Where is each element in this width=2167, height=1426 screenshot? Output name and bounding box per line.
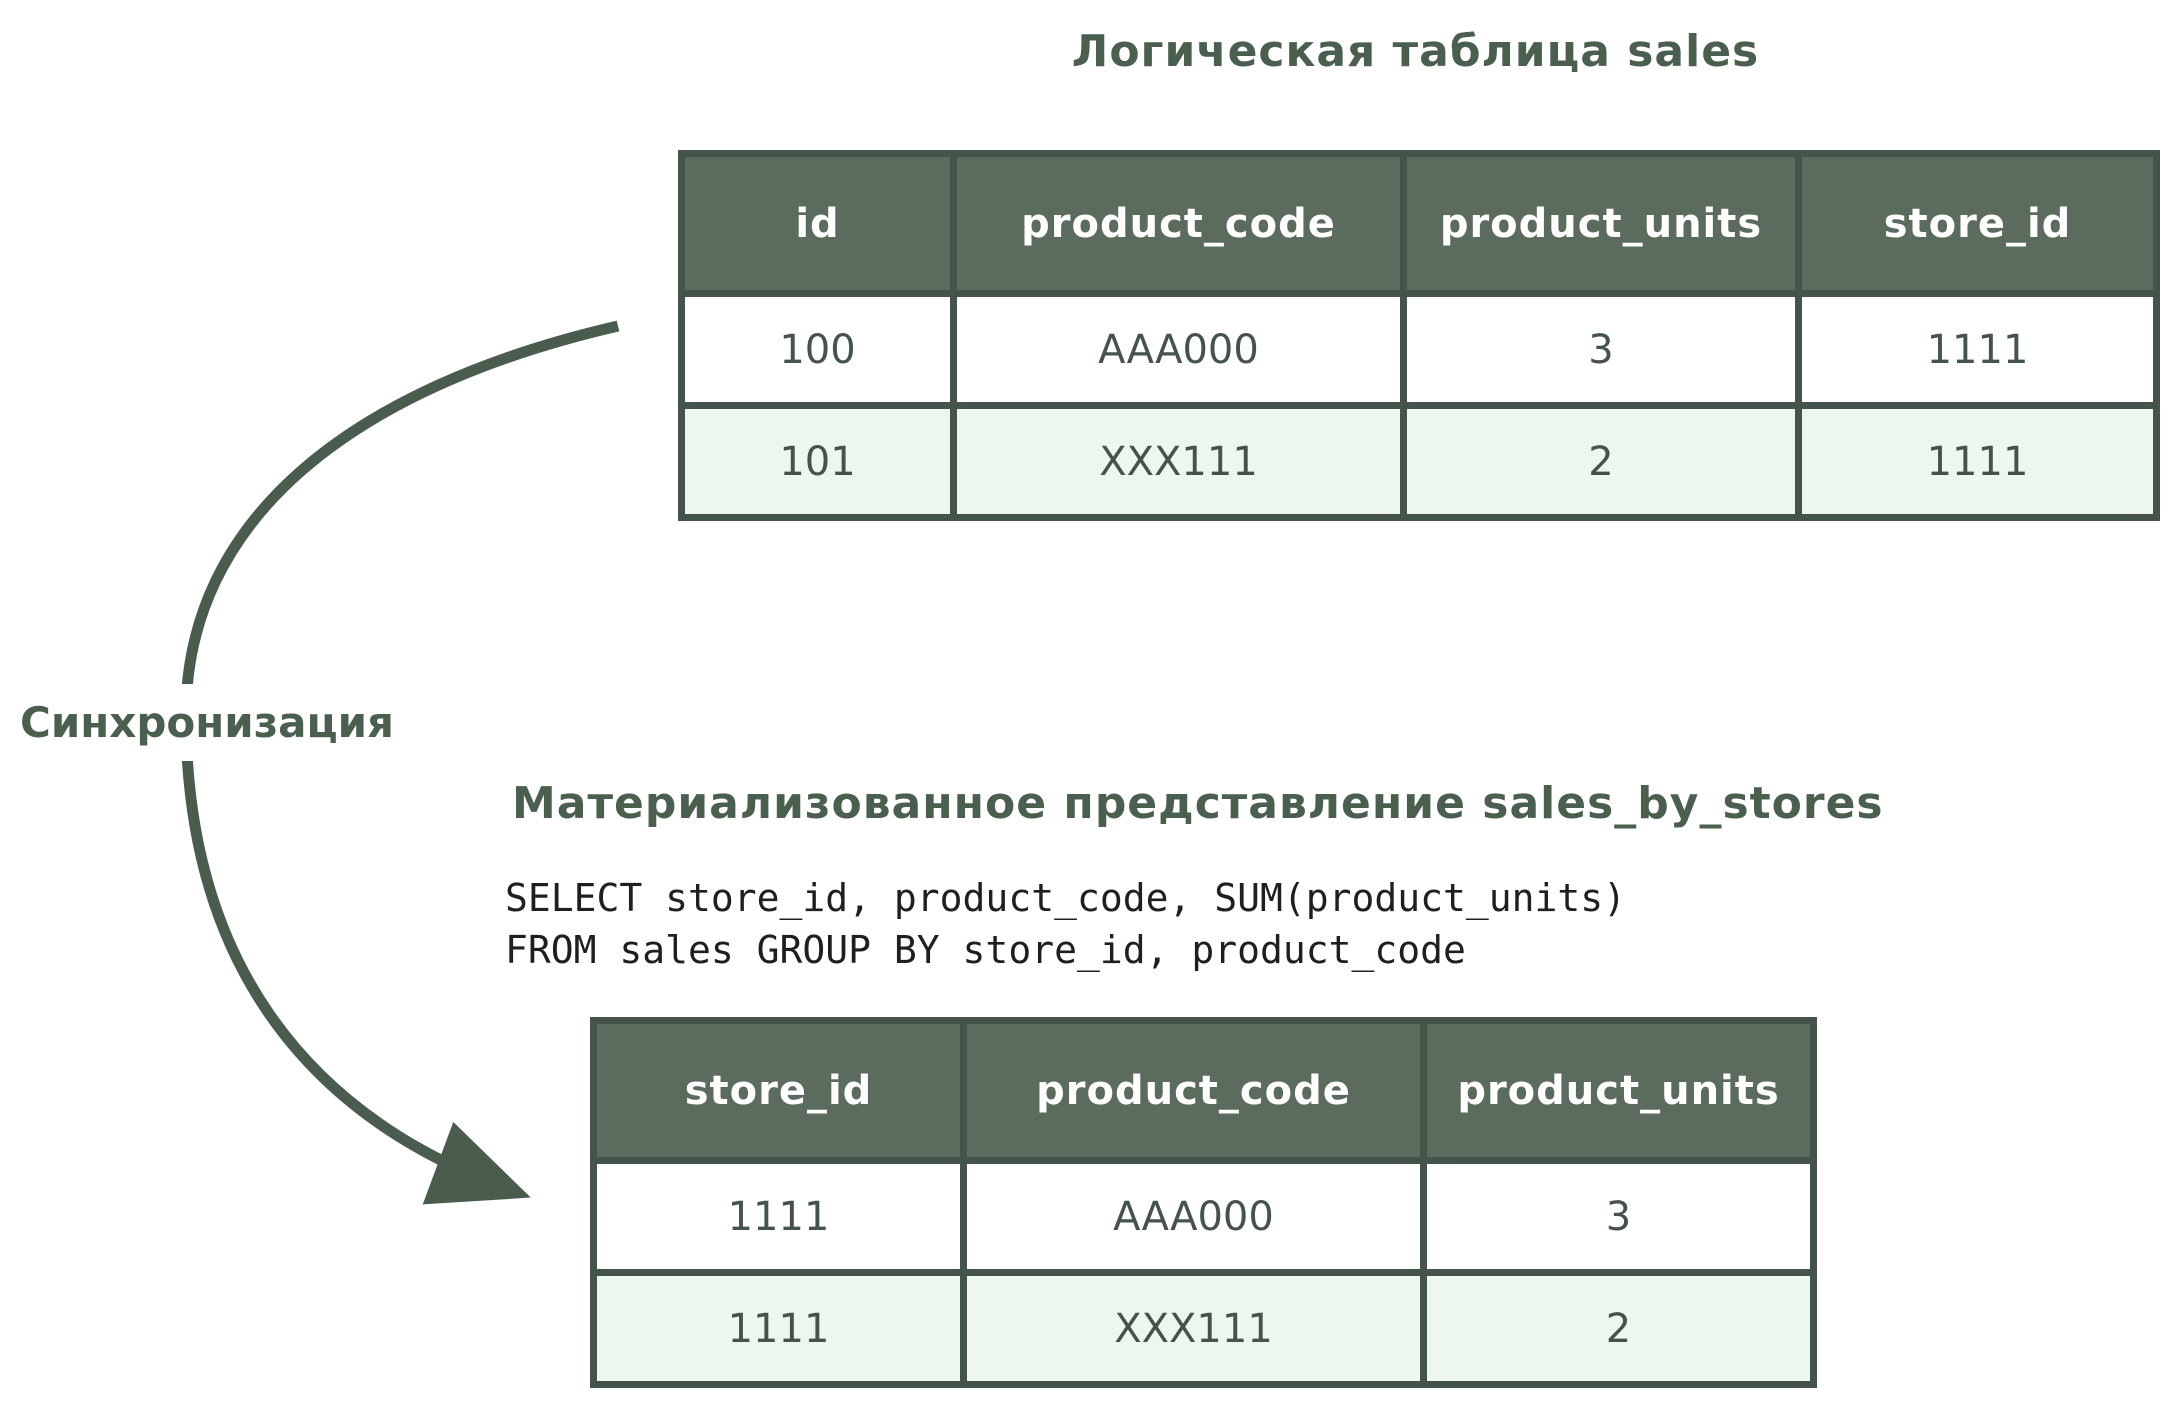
table-row: 1111 AAA000 3	[590, 1157, 1817, 1276]
table-row: 101 XXX111 2 1111	[678, 402, 2160, 521]
column-header-product-units: product_units	[1420, 1017, 1817, 1164]
cell-store-id: 1111	[590, 1157, 967, 1276]
column-header-store-id: store_id	[590, 1017, 967, 1164]
logical-table-title: Логическая таблица sales	[1071, 26, 1760, 77]
cell-id: 100	[678, 290, 957, 409]
cell-store-id: 1111	[1795, 402, 2160, 521]
sql-query: SELECT store_id, product_code, SUM(produ…	[505, 872, 1626, 976]
cell-product-units: 2	[1400, 402, 1802, 521]
cell-product-units: 3	[1400, 290, 1802, 409]
materialized-view-title: Материализованное представление sales_by…	[512, 778, 1884, 829]
materialized-view-table: store_id product_code product_units 1111…	[590, 1017, 1817, 1388]
cell-store-id: 1111	[590, 1269, 967, 1388]
sync-label: Синхронизация	[10, 684, 405, 761]
logical-table-header-row: id product_code product_units store_id	[678, 150, 2160, 297]
column-header-store-id: store_id	[1795, 150, 2160, 297]
column-header-product-code: product_code	[960, 1017, 1427, 1164]
cell-product-code: AAA000	[960, 1157, 1427, 1276]
cell-product-code: AAA000	[950, 290, 1407, 409]
cell-product-units: 2	[1420, 1269, 1817, 1388]
cell-product-code: XXX111	[960, 1269, 1427, 1388]
cell-product-units: 3	[1420, 1157, 1817, 1276]
cell-store-id: 1111	[1795, 290, 2160, 409]
column-header-product-code: product_code	[950, 150, 1407, 297]
sql-line-2: FROM sales GROUP BY store_id, product_co…	[505, 928, 1466, 972]
column-header-id: id	[678, 150, 957, 297]
table-row: 100 AAA000 3 1111	[678, 290, 2160, 409]
cell-product-code: XXX111	[950, 402, 1407, 521]
column-header-product-units: product_units	[1400, 150, 1802, 297]
mv-table-header-row: store_id product_code product_units	[590, 1017, 1817, 1164]
cell-id: 101	[678, 402, 957, 521]
sql-line-1: SELECT store_id, product_code, SUM(produ…	[505, 876, 1627, 920]
logical-table: id product_code product_units store_id 1…	[678, 150, 2160, 521]
table-row: 1111 XXX111 2	[590, 1269, 1817, 1388]
